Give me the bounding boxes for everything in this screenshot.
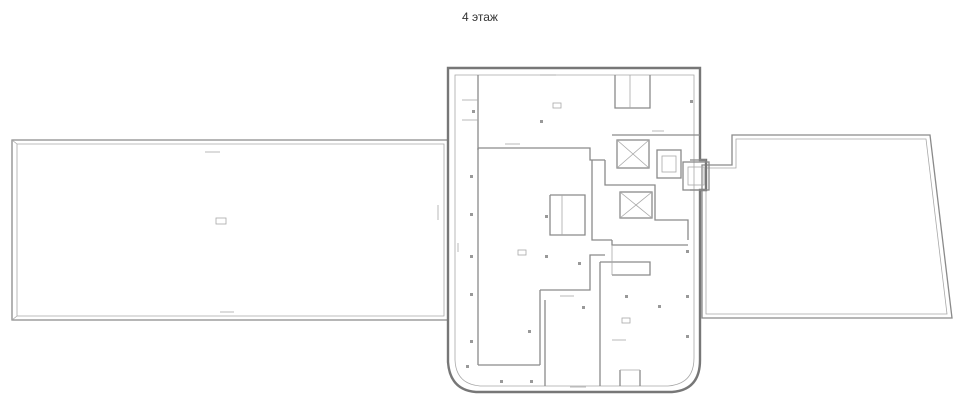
central-block — [446, 66, 708, 394]
left-wing — [11, 139, 449, 321]
floor-title: 4 этаж — [462, 10, 498, 24]
plan-markings — [205, 74, 664, 388]
columns — [466, 100, 693, 383]
interior-walls — [462, 75, 710, 386]
right-wing — [701, 134, 953, 319]
